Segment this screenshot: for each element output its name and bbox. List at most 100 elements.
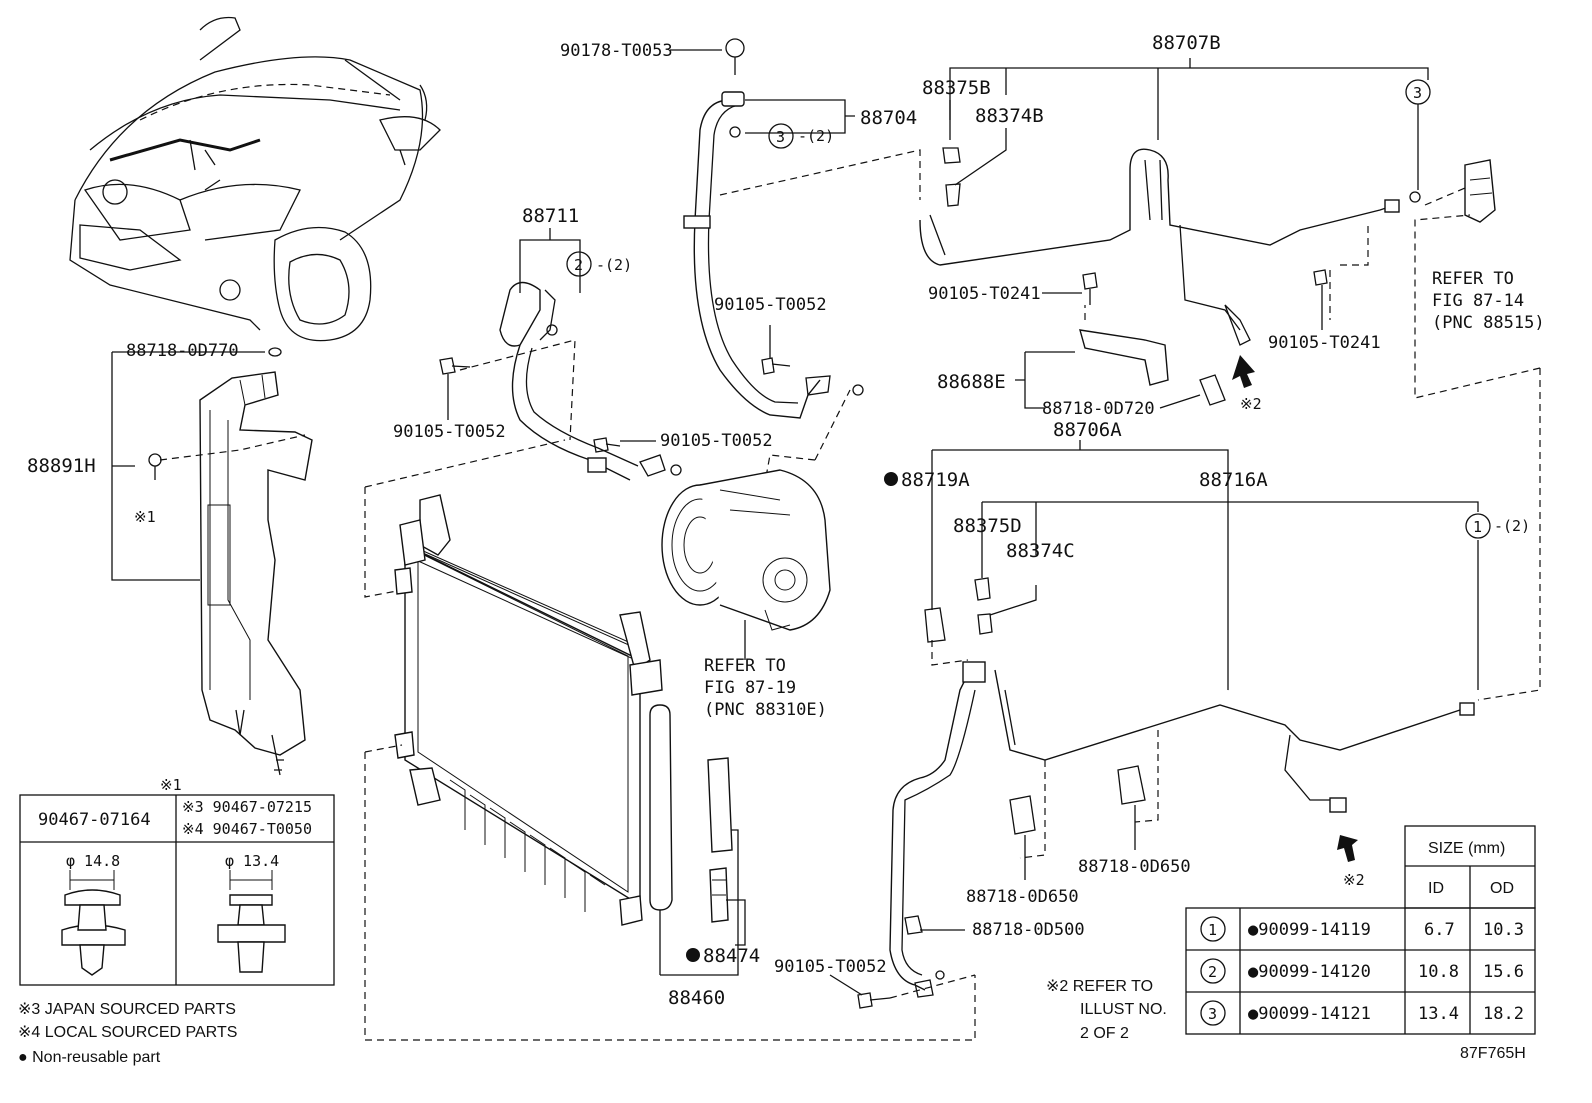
svg-text:REFER TO: REFER TO [704,656,786,676]
label-88706A: 88706A [1053,419,1122,441]
label-90105-T0241-a: 90105-T0241 [928,284,1041,304]
svg-text:1: 1 [1473,518,1482,536]
label-88719A: 88719A [901,469,970,491]
label-90178-T0053: 90178-T0053 [560,41,673,61]
label-88718-0D500: 88718-0D500 [972,920,1085,940]
clip-drawing-left [61,870,126,976]
car-illustration [69,16,441,342]
svg-text:-(2): -(2) [596,256,632,274]
callout-3-right: 3 [1405,79,1431,105]
leader-88460 [660,829,739,976]
svg-text:10.3: 10.3 [1483,920,1524,940]
clip-table: ※1 90467-07164 ※3 90467-07215 ※4 90467-T… [19,776,335,986]
svg-text:6.7: 6.7 [1424,920,1455,940]
pipe-88707B [919,147,1421,346]
label-90105-T0052-left: 90105-T0052 [393,422,506,442]
compressor [661,469,831,660]
oring-od-header: OD [1490,880,1514,897]
svg-text:ILLUST NO.: ILLUST NO. [1080,1001,1167,1018]
svg-text:3: 3 [1413,84,1422,102]
diagram-code: 87F765H [1460,1045,1526,1062]
refer-valve: REFER TO FIG 87-14 (PNC 88515) [1432,269,1545,333]
leader-88711 [519,228,581,293]
refer-compressor: REFER TO FIG 87-19 (PNC 88310E) [704,656,827,720]
dash-condenser [364,744,976,1041]
clip-drawing-right [217,870,286,973]
svg-text:-(2): -(2) [1494,517,1530,535]
svg-text:(PNC 88310E): (PNC 88310E) [704,700,827,720]
label-90105-T0052-mid: 90105-T0052 [660,431,773,451]
oring-row-2: 2 ●90099-14120 10.8 15.6 [1200,958,1524,984]
leader-88891H [111,351,265,581]
dash-88711 [364,339,576,598]
label-88704: 88704 [860,107,917,129]
clip-part-right-a: ※3 90467-07215 [182,798,312,816]
label-88375B: 88375B [922,77,991,99]
non-reusable-dot-88719A [884,472,898,486]
footnote-japan: ※3 JAPAN SOURCED PARTS [18,1001,236,1018]
svg-text:10.8: 10.8 [1418,962,1459,982]
label-88718-0D720: 88718-0D720 [1042,399,1155,419]
refer-illustration: ※2 REFER TO ILLUST NO. 2 OF 2 [1046,978,1167,1042]
label-88716A: 88716A [1199,469,1268,491]
leader-88707B [949,58,1429,140]
label-88707B: 88707B [1152,32,1221,54]
callout-3-hose: 3 -(2) [768,123,834,149]
svg-text:(PNC 88515): (PNC 88515) [1432,313,1545,333]
receiver-88474 [707,757,733,923]
part-88891H-shroud [148,347,313,776]
svg-text:FIG 87-14: FIG 87-14 [1432,291,1524,311]
label-88718-0D650-a: 88718-0D650 [966,887,1079,907]
svg-text:-(2): -(2) [798,127,834,145]
svg-text:FIG 87-19: FIG 87-19 [704,678,796,698]
label-88718-0D650-b: 88718-0D650 [1078,857,1191,877]
note-ref-2-a: ※2 [1240,395,1262,413]
clip-part-left: 90467-07164 [38,810,151,830]
svg-text:2: 2 [1208,963,1217,981]
svg-text:1: 1 [1208,921,1217,939]
arrow-ref-2-b [1337,835,1358,862]
clip-dim-left: φ 14.8 [66,852,120,870]
oring-id-header: ID [1428,880,1444,897]
bolt-90105-T0052-d [857,992,891,1009]
callout-2-88711: 2 -(2) [566,251,632,277]
arrow-ref-2-a [1232,355,1255,388]
part-88704-hose [683,38,864,419]
label-90105-T0052-hose: 90105-T0052 [714,295,827,315]
clip-dim-right: φ 13.4 [225,852,279,870]
bolt-90105-T0052-b [761,357,791,375]
label-88891H: 88891H [27,455,96,477]
label-88460: 88460 [668,987,725,1009]
bolt-90105-T0241-a [1082,272,1098,305]
svg-text:15.6: 15.6 [1483,962,1524,982]
bracket-88688E [1079,329,1226,406]
label-88718-0D770: 88718-0D770 [126,341,239,361]
label-88375D: 88375D [953,515,1022,537]
svg-text:2: 2 [574,256,583,274]
label-90105-T0241-b: 90105-T0241 [1268,333,1381,353]
oring-row-3: 3 ●90099-14121 13.4 18.2 [1200,1000,1524,1026]
note-ref-1: ※1 [134,508,156,526]
footnote-local: ※4 LOCAL SOURCED PARTS [18,1024,237,1041]
leader-88704 [745,99,855,134]
svg-text:13.4: 13.4 [1418,1004,1459,1024]
expansion-valve [1464,159,1496,223]
svg-text:REFER TO: REFER TO [1432,269,1514,289]
dash-88704 [719,149,921,511]
label-88474: 88474 [703,945,760,967]
svg-text:2 OF 2: 2 OF 2 [1080,1025,1129,1042]
label-88688E: 88688E [937,371,1006,393]
condenser-88460 [394,494,673,975]
svg-text:3: 3 [1208,1005,1217,1023]
label-88374C: 88374C [1006,540,1075,562]
bolt-90105-T0052-c [593,437,621,453]
pipe-88706A [889,577,1475,998]
non-reusable-dot-88474 [686,948,700,962]
clip-table-title: ※1 [160,776,182,794]
svg-text:●90099-14121: ●90099-14121 [1248,1004,1371,1024]
clip-part-right-b: ※4 90467-T0050 [182,820,312,838]
leader-88706A [931,440,1229,700]
svg-text:※2 REFER TO: ※2 REFER TO [1046,978,1153,995]
